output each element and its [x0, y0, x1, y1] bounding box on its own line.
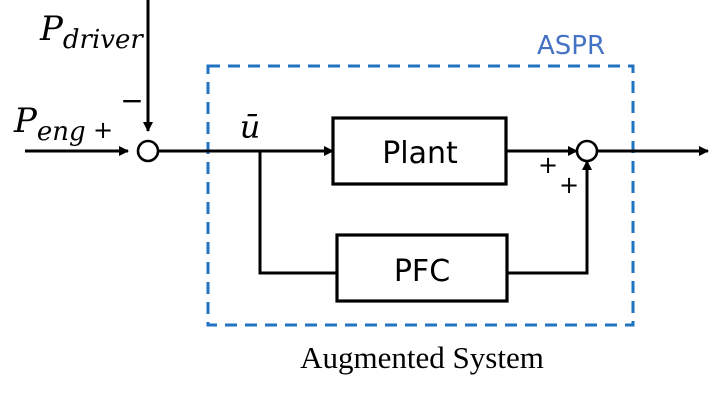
output-summing-junction — [575, 139, 599, 163]
plant-output-sign: + — [538, 151, 558, 179]
input-summing-junction — [136, 139, 160, 163]
driver-input-label: Pdriver — [39, 9, 144, 55]
aspr-label: ASPR — [537, 31, 605, 61]
pfc-label: PFC — [394, 254, 450, 289]
pfc-block — [335, 233, 509, 303]
driver-sign: − — [120, 84, 143, 117]
pfc-output-sign: + — [559, 171, 579, 199]
plant-label: Plant — [382, 136, 458, 171]
engine-sign: + — [93, 116, 113, 144]
augmented-system-caption: Augmented System — [300, 340, 544, 375]
plant-block — [331, 116, 508, 186]
pfc-output-line — [507, 160, 592, 275]
control-signal-label: ū — [240, 108, 261, 146]
engine-input-label: Peng — [13, 101, 86, 147]
pfc-branch-line — [258, 151, 337, 275]
